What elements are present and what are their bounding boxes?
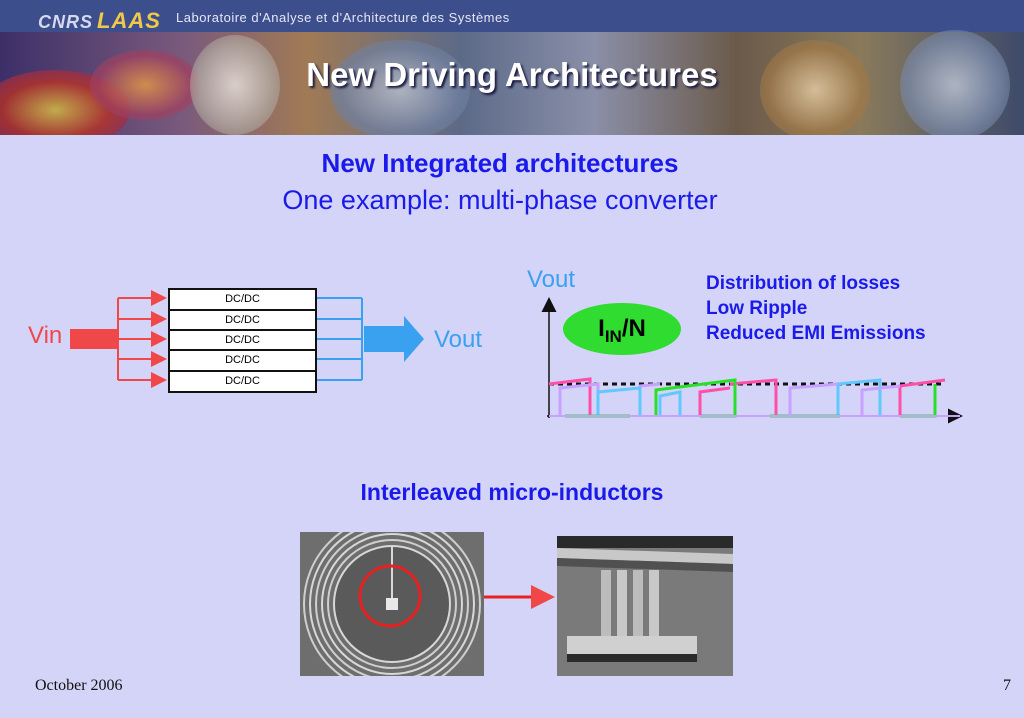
micro-inductor-photo <box>557 536 733 676</box>
banner-photo <box>190 35 280 135</box>
benefits-list: Distribution of losses Low Ripple Reduce… <box>706 271 926 346</box>
output-fanin <box>316 297 363 381</box>
section-subheading: One example: multi-phase converter <box>282 185 718 215</box>
inductors-caption: Interleaved micro-inductors <box>360 479 664 505</box>
benefit-item: Reduced EMI Emissions <box>706 323 926 344</box>
current-ratio-badge: IIN/N <box>563 303 681 355</box>
banner-photo <box>330 40 470 135</box>
dcdc-converter: DC/DC <box>168 370 317 393</box>
lab-name: Laboratoire d'Analyse et d'Architecture … <box>176 10 510 25</box>
footer-date: October 2006 <box>35 677 123 694</box>
spiral-inductor-photo <box>300 532 484 676</box>
dcdc-converter: DC/DC <box>168 349 317 372</box>
section-heading: New Integrated architectures <box>321 148 679 178</box>
banner-photo <box>900 30 1010 135</box>
waveform-graph <box>541 297 963 424</box>
vout-arrow <box>364 316 424 362</box>
benefit-item: Distribution of losses <box>706 273 901 294</box>
vin-arrow <box>70 329 118 349</box>
slide-title: New Driving Architectures <box>306 56 718 93</box>
vin-label: Vin <box>28 322 63 349</box>
dcdc-converter: DC/DC <box>168 288 317 311</box>
vout-label: Vout <box>434 326 483 353</box>
graph-vout-label: Vout <box>527 266 576 293</box>
banner-photo <box>760 40 870 135</box>
banner-graphic <box>90 50 200 120</box>
benefit-item: Low Ripple <box>706 298 808 319</box>
banner-top-strip <box>0 0 1024 32</box>
page-number: 7 <box>1003 677 1011 694</box>
input-fanout <box>117 290 167 388</box>
